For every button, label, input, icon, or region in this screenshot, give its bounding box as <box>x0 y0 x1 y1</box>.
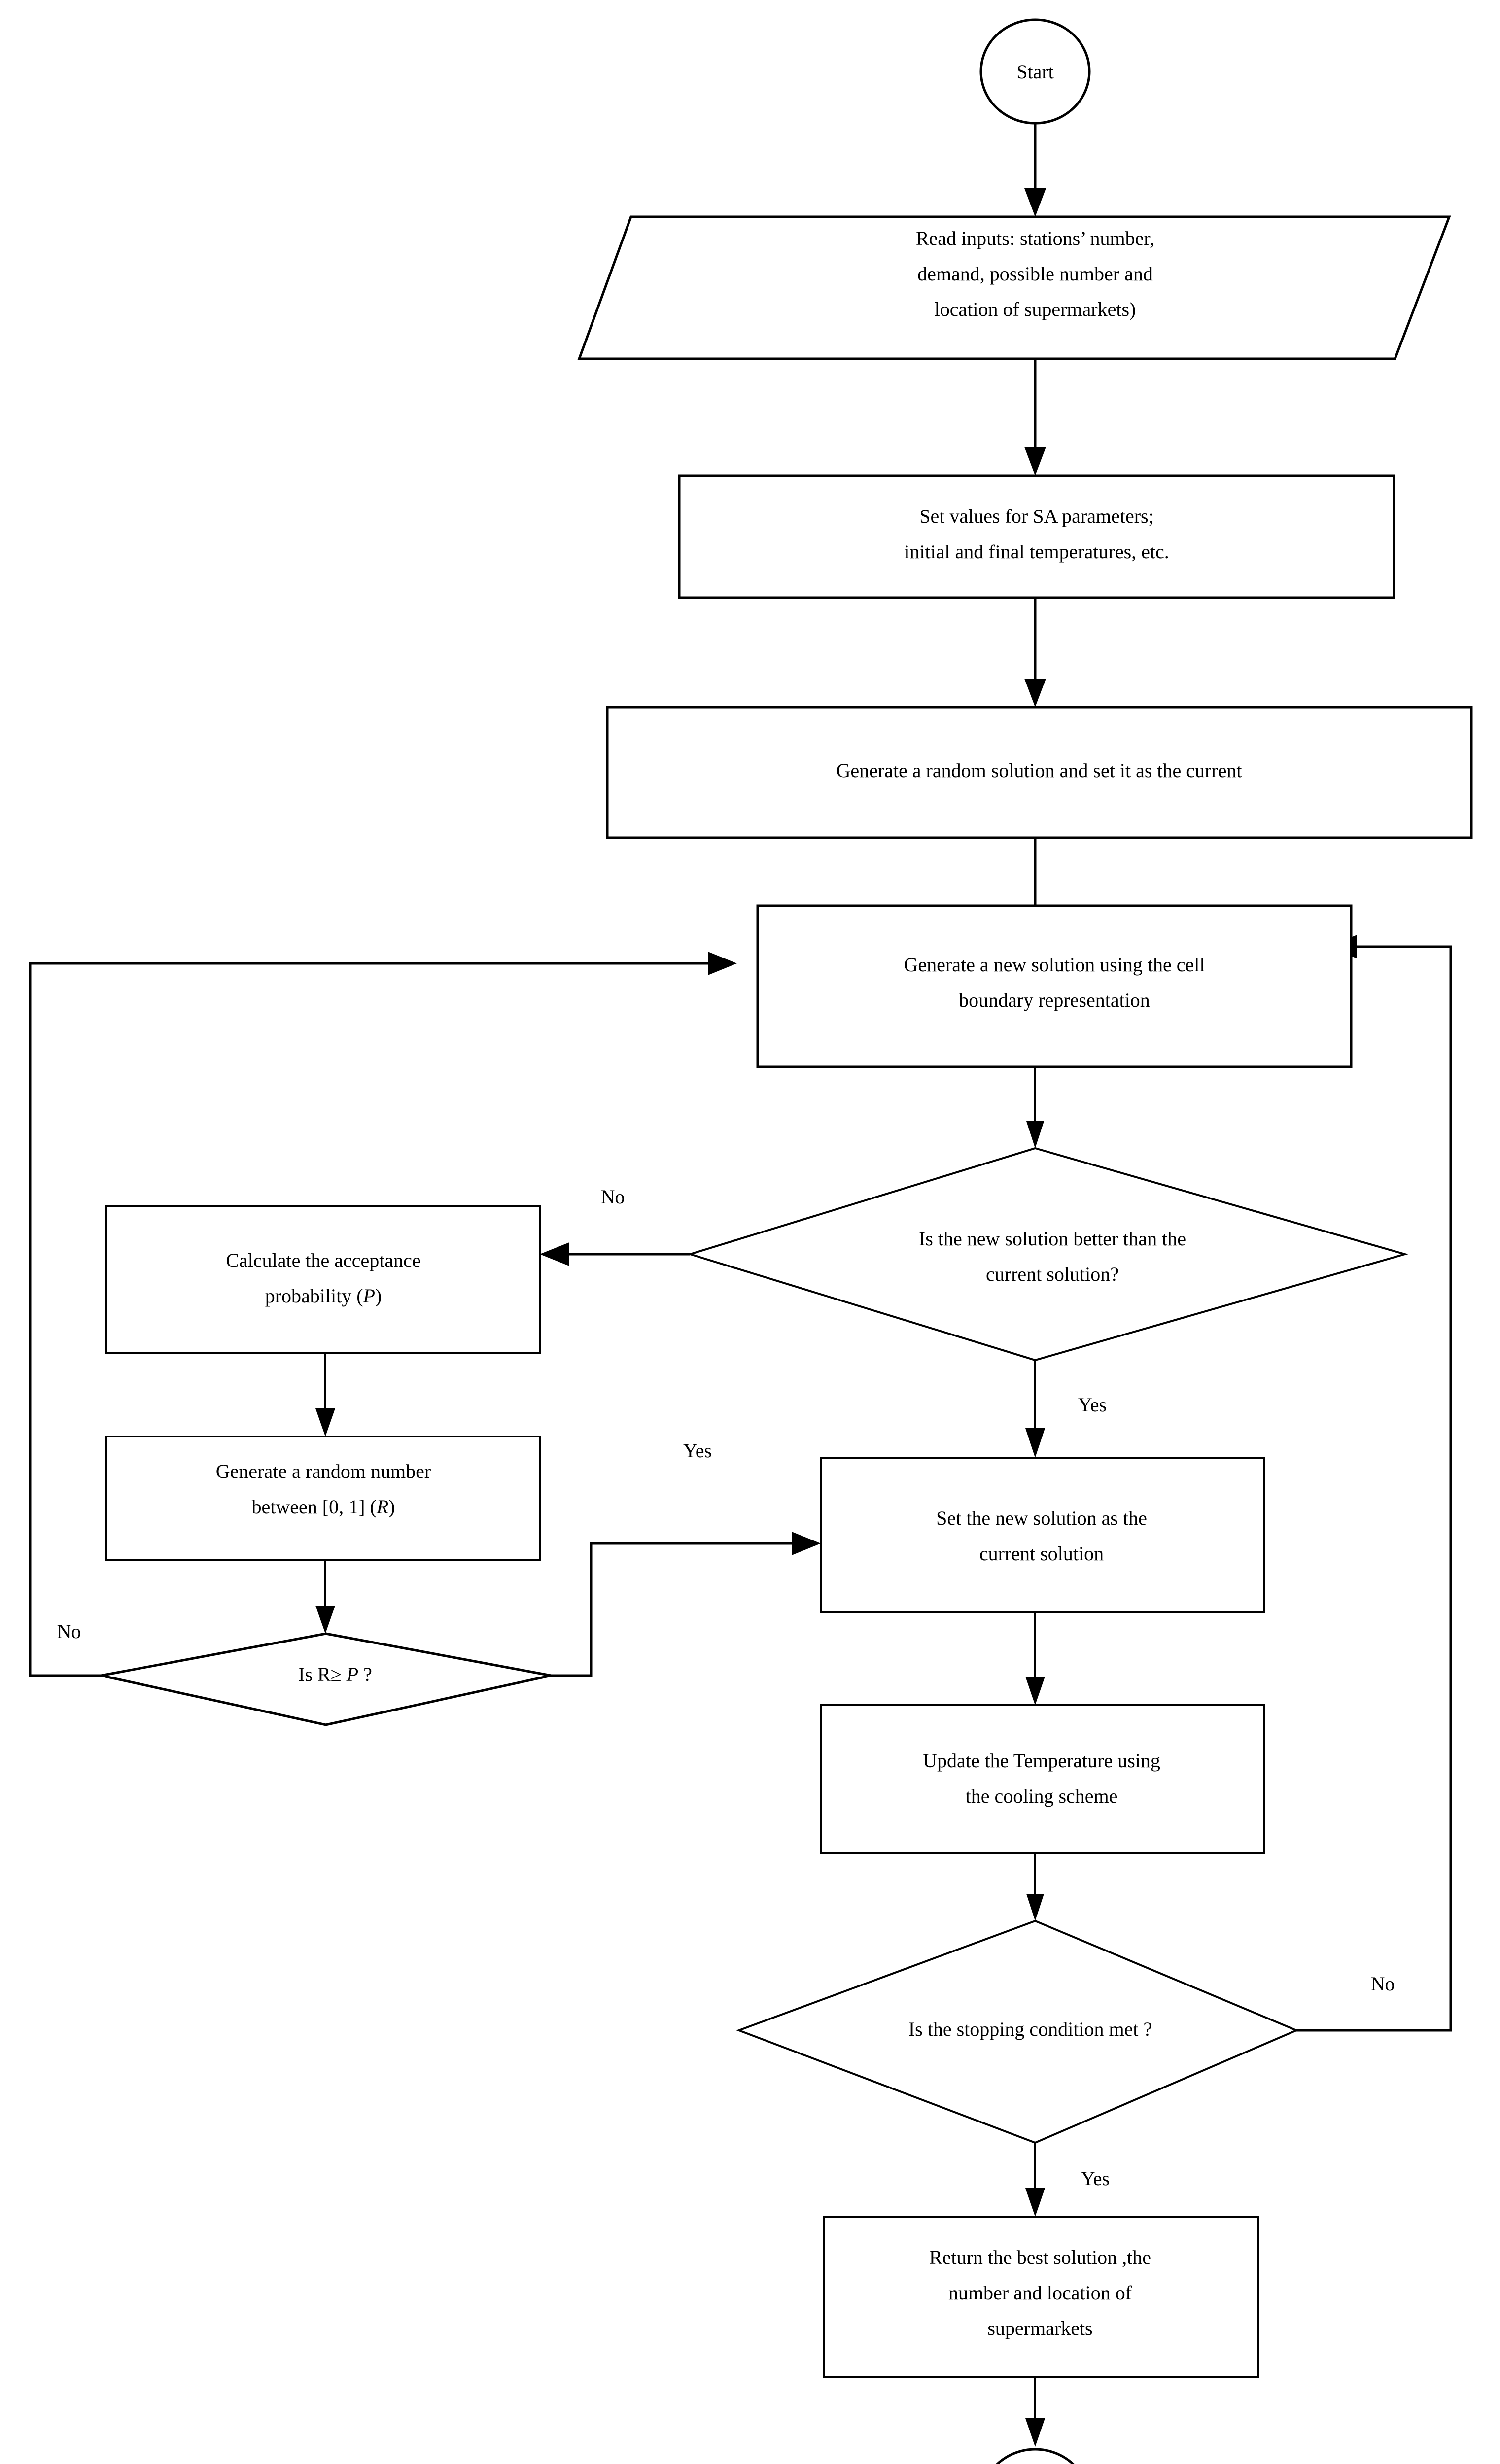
node-return-best-line1: Return the best solution ,the <box>929 2246 1151 2268</box>
node-set-params-line2: initial and final temperatures, etc. <box>904 541 1169 563</box>
edge-label-stopping-no: No <box>1371 1973 1395 1995</box>
node-acceptance-line2: probability (P) <box>265 1285 382 1307</box>
edge-set-params-to-random-solution <box>1024 598 1046 707</box>
node-new-solution-line1: Generate a new solution using the cell <box>904 954 1205 976</box>
node-better-decision-line1: Is the new solution better than the <box>919 1228 1186 1250</box>
node-random-number-line2-post: ) <box>388 1496 395 1518</box>
edge-acceptance-to-random-number <box>315 1353 335 1437</box>
node-random-number[interactable]: Generate a random number between [0, 1] … <box>105 1436 541 1561</box>
node-random-number-line2-pre: between [0, 1] ( <box>252 1496 377 1518</box>
node-random-number-line2-symbol: R <box>376 1496 388 1518</box>
node-new-solution[interactable]: Generate a new solution using the cell b… <box>756 904 1353 1068</box>
node-return-best-line3: supermarkets <box>987 2317 1092 2339</box>
edge-new-solution-to-better-decision <box>1026 1067 1044 1148</box>
edge-better-decision-yes-to-set-current <box>1025 1360 1045 1458</box>
node-start[interactable]: Start <box>979 18 1091 125</box>
node-random-solution-line1: Generate a random solution and set it as… <box>836 759 1242 782</box>
node-set-current-line1: Set the new solution as the <box>936 1507 1147 1529</box>
node-read-inputs-line3: location of supermarkets) <box>935 298 1136 320</box>
edge-random-number-to-r-ge-p <box>315 1560 335 1634</box>
node-acceptance-line2-post: ) <box>375 1285 382 1307</box>
edge-stopping-decision-yes-to-return-best <box>1025 2143 1045 2217</box>
node-acceptance-line1: Calculate the acceptance <box>226 1249 420 1271</box>
edge-stopping-decision-no-loop <box>1296 935 1452 2032</box>
node-set-params[interactable]: Set values for SA parameters; initial an… <box>678 474 1395 599</box>
edge-read-inputs-to-set-params <box>1024 359 1046 476</box>
edge-update-temperature-to-stopping-decision <box>1026 1853 1044 1921</box>
node-stopping-decision-line1: Is the stopping condition met ? <box>908 2018 1152 2040</box>
node-new-solution-line2: boundary representation <box>959 989 1150 1011</box>
node-read-inputs-line1: Read inputs: stations’ number, <box>916 227 1154 249</box>
node-stop[interactable]: Stop <box>981 2448 1089 2464</box>
node-r-ge-p-label: Is R≥ P ? <box>298 1663 372 1685</box>
node-r-ge-p-pre: Is R≥ <box>298 1663 347 1685</box>
node-random-number-line1: Generate a random number <box>216 1460 431 1482</box>
node-better-decision-line2: current solution? <box>986 1263 1119 1285</box>
node-return-best[interactable]: Return the best solution ,the number and… <box>823 2216 1259 2378</box>
node-update-temperature-line2: the cooling scheme <box>966 1785 1118 1807</box>
node-random-solution[interactable]: Generate a random solution and set it as… <box>606 706 1473 839</box>
node-set-current[interactable]: Set the new solution as the current solu… <box>820 1457 1265 1613</box>
node-set-current-line2: current solution <box>979 1542 1104 1565</box>
edge-better-decision-no-to-acceptance <box>540 1242 690 1266</box>
edge-label-better-no: No <box>601 1186 625 1208</box>
edge-r-ge-p-no-loop <box>29 952 737 1677</box>
edge-r-ge-p-yes-to-set-current <box>551 1532 821 1677</box>
node-update-temperature[interactable]: Update the Temperature using the cooling… <box>820 1704 1265 1854</box>
edge-label-rgep-no: No <box>57 1620 81 1643</box>
node-acceptance-line2-symbol: P <box>363 1285 375 1307</box>
node-update-temperature-line1: Update the Temperature using <box>923 1749 1160 1772</box>
node-read-inputs-line2: demand, possible number and <box>917 263 1153 285</box>
node-r-ge-p[interactable]: Is R≥ P ? <box>101 1632 552 1726</box>
edge-label-better-yes: Yes <box>1078 1394 1107 1416</box>
node-acceptance[interactable]: Calculate the acceptance probability (P) <box>105 1205 541 1354</box>
edge-label-stopping-yes: Yes <box>1081 2167 1110 2190</box>
node-r-ge-p-symbol: P <box>346 1663 358 1685</box>
node-return-best-line2: number and location of <box>948 2282 1132 2304</box>
edge-start-to-read-inputs <box>1024 123 1046 217</box>
node-better-decision[interactable]: Is the new solution better than the curr… <box>687 1147 1409 1362</box>
edge-label-rgep-yes: Yes <box>683 1439 712 1462</box>
node-acceptance-line2-pre: probability ( <box>265 1285 363 1307</box>
node-set-params-line1: Set values for SA parameters; <box>919 505 1153 527</box>
edge-set-current-to-update-temperature <box>1025 1612 1045 1705</box>
node-r-ge-p-post: ? <box>358 1663 372 1685</box>
node-random-number-line2: between [0, 1] (R) <box>252 1496 395 1518</box>
node-read-inputs[interactable]: Read inputs: stations’ number, demand, p… <box>577 215 1451 360</box>
edge-return-best-to-stop <box>1025 2377 1045 2447</box>
node-start-label: Start <box>1016 61 1054 83</box>
node-stopping-decision[interactable]: Is the stopping condition met ? <box>736 1919 1299 2144</box>
